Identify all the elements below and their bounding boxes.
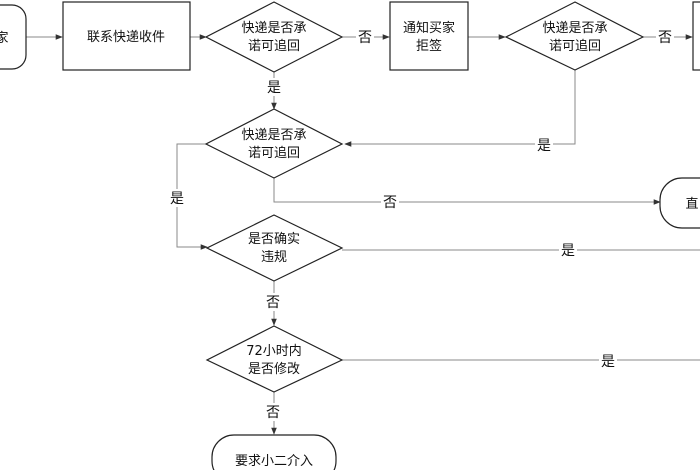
node-start-partial: 家 (0, 4, 27, 70)
decision1-line2: 诺可追回 (248, 38, 300, 54)
decision2-line1: 快递是否承 (542, 21, 607, 36)
edge-decision3-no (273, 178, 661, 205)
label-decision2-yes: 是 (537, 138, 551, 154)
notify-buyer-line2: 拒签 (416, 38, 442, 54)
right-terminal-label: 直 (685, 197, 698, 212)
connectors (26, 34, 700, 435)
contact-courier-label: 联系快递收件 (87, 30, 165, 45)
modify-line2: 是否修改 (248, 362, 300, 377)
node-request-mediator: 要求小二介入 (211, 434, 337, 475)
decision-courier-recoverable-2: 快递是否承 诺可追回 (504, 1, 645, 71)
notify-buyer-line1: 通知买家 (403, 20, 455, 36)
label-violation-yes: 是 (561, 243, 575, 259)
label-decision1-no: 否 (358, 30, 372, 46)
decision3-line2: 诺可追回 (248, 145, 300, 161)
label-decision1-yes: 是 (267, 80, 281, 96)
decision2-line2: 诺可追回 (549, 38, 601, 54)
decision-courier-recoverable-1: 快递是否承 诺可追回 (204, 1, 344, 73)
modify-line1: 72小时内 (246, 343, 302, 359)
label-decision3-no: 否 (383, 195, 397, 211)
violation-line2: 违规 (261, 250, 287, 265)
start-partial-label: 家 (0, 30, 9, 46)
node-right-box-partial (692, 1, 700, 71)
label-modify-no: 否 (266, 405, 280, 421)
node-contact-courier: 联系快递收件 (62, 1, 191, 71)
node-notify-buyer: 通知买家 拒签 (389, 1, 469, 71)
label-decision3-yes: 是 (170, 191, 184, 207)
node-right-terminal-partial: 直 (659, 177, 700, 229)
violation-line1: 是否确实 (248, 232, 300, 247)
label-violation-no: 否 (266, 295, 280, 311)
edge-labels: 否 是 否 是 否 是 是 否 是 否 (168, 27, 674, 421)
decision3-line1: 快递是否承 (241, 128, 306, 143)
label-modify-yes: 是 (601, 354, 615, 370)
request-mediator-label: 要求小二介入 (235, 454, 313, 469)
label-decision2-no: 否 (658, 30, 672, 46)
decision-confirm-violation: 是否确实 违规 (205, 214, 344, 282)
decision-courier-recoverable-3: 快递是否承 诺可追回 (204, 108, 344, 179)
edge-decision2-yes (344, 70, 576, 147)
decision-modify-within-72h: 72小时内 是否修改 (205, 325, 344, 393)
decision1-line1: 快递是否承 (241, 21, 306, 36)
